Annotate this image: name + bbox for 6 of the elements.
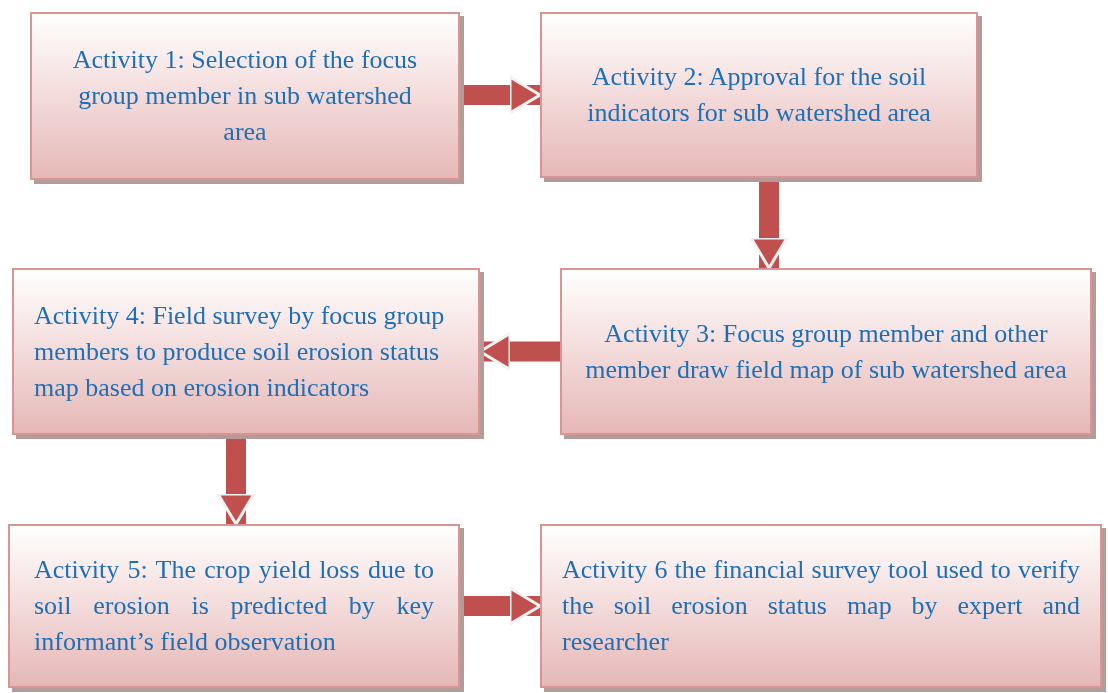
activity-text: Activity 3: Focus group member and other member draw field map of sub watershed area bbox=[584, 317, 1068, 386]
activity-text: Activity 6 the financial survey tool used to verify the soil erosion status map by expert and researcher bbox=[562, 554, 1080, 658]
activity-text: Activity 5: The crop yield loss due to soil erosion is predicted by key informant’s field observation bbox=[34, 554, 434, 658]
activity-text: Activity 4: Field survey by focus group members to produce soil erosion status map based on erosion indicators bbox=[34, 299, 446, 404]
activity-text: Activity 2: Approval for the soil indicators for sub watershed area bbox=[586, 61, 932, 129]
activity-text: Activity 1: Selection of the focus group member in sub watershed area bbox=[71, 44, 419, 148]
